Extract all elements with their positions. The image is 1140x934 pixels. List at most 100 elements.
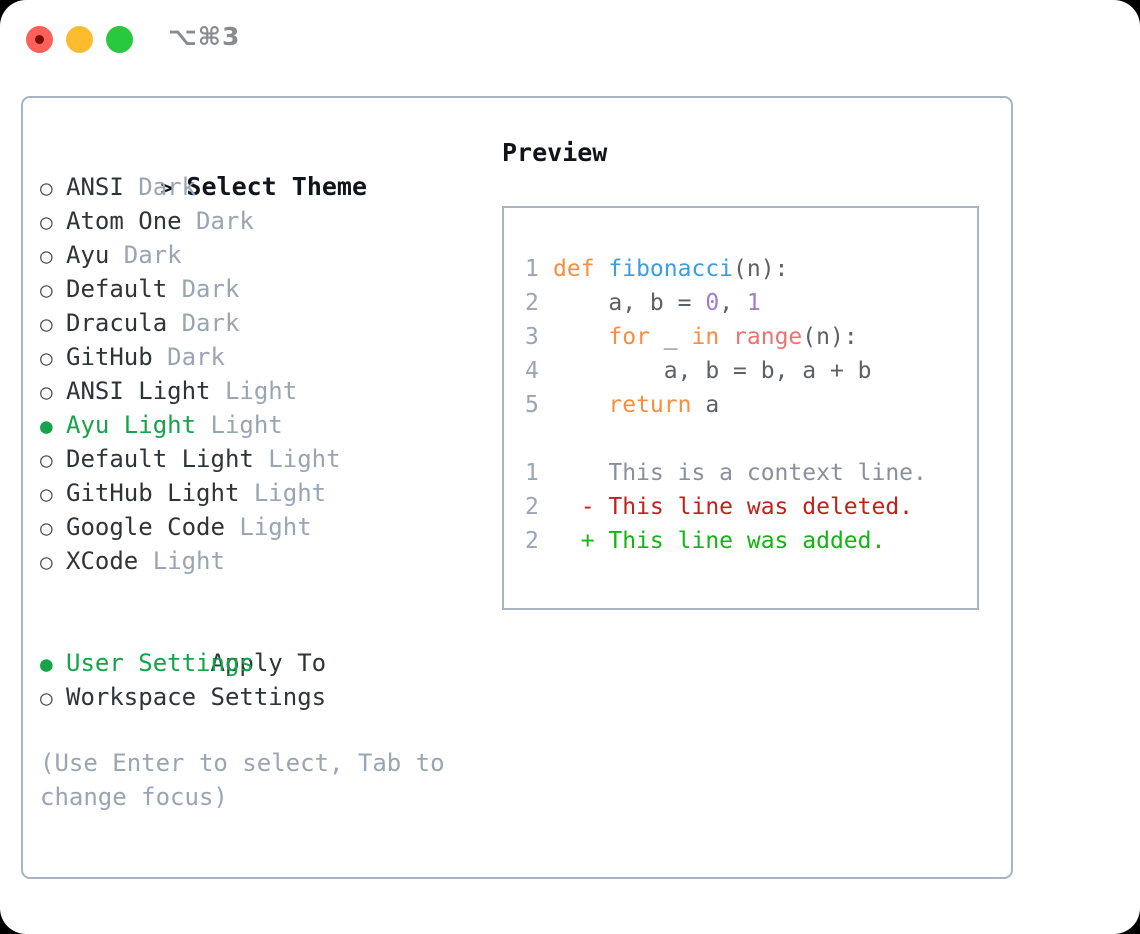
line-number: 1 [525,460,539,486]
theme-kind-badge: Light [210,377,298,405]
theme-kind-badge: Light [253,445,341,473]
theme-list-item[interactable]: ○Default Dark [40,272,490,306]
radio-selected-icon: ● [40,652,53,676]
apply-to-label: Apply To [210,649,327,677]
apply-to-options: ● User Settings ○ Workspace Settings [40,646,490,714]
theme-kind-badge: Dark [109,241,182,269]
code-line: 2 a, b = 0, 1 [525,286,977,320]
diff-sign: + [553,528,595,554]
theme-kind-badge: Dark [181,207,254,235]
code-token [553,392,608,418]
theme-kind-badge: Dark [123,173,197,201]
apply-to-section: ○Apply To ● User Settings ○ Workspace Setti… [40,612,490,714]
theme-list-item[interactable]: ○ Default Light Light [40,442,490,476]
radio-unselected-icon: ○ [40,346,53,370]
theme-name: GitHub Light [66,479,240,507]
code-line: 4 a, b = b, a + b [525,354,977,388]
code-spacer [525,422,977,456]
code-token: , [719,290,747,316]
theme-kind-badge: Dark [167,309,240,337]
theme-list-item[interactable]: ○ ANSI Dark [40,170,490,204]
apply-to-option[interactable]: ● User Settings [40,646,490,680]
apply-to-option-label: User Settings [66,649,254,677]
theme-kind-badge: Light [196,411,283,439]
code-token: def [553,256,609,282]
radio-unselected-icon: ○ [40,380,53,404]
line-number: 1 [525,256,539,282]
code-token: 0 [705,290,720,316]
theme-name: Dracula [66,309,168,337]
radio-unselected-icon: ○ [40,686,53,710]
theme-list-item[interactable]: ○GitHub Light Light [40,476,490,510]
close-window-button[interactable] [26,26,53,53]
theme-name: Default Light [66,445,254,473]
maximize-window-button[interactable] [106,26,133,53]
diff-line: 2 + This line was added. [525,524,977,558]
code-token: a, b = b, a + b [553,358,872,384]
theme-list-item[interactable]: ○ANSI Light Light [40,374,490,408]
code-token: a, b = [553,290,706,316]
theme-list-item[interactable]: ○ Dracula Dark [40,306,490,340]
content-panel: >Select Theme ○ANSI Dark○Atom One Dark○A… [21,96,1013,879]
theme-list-item[interactable]: ○ Atom One Dark [40,204,490,238]
title-bar: ⌥⌘3 [0,0,1140,80]
theme-name: XCode [66,547,139,575]
keyboard-hint: (Use Enter to select, Tab to change focu… [40,749,445,811]
radio-unselected-icon: ○ [40,448,53,472]
code-token: return [608,392,692,418]
code-line: 3 for _ in range(n): [525,320,977,354]
line-number: 3 [525,324,539,350]
code-token [553,324,608,350]
code-token: range [733,324,803,350]
theme-kind-badge: Light [224,513,312,541]
window-title: ⌥⌘3 [168,22,241,51]
apply-to-heading: ○Apply To [40,612,490,677]
theme-name: Atom One [66,207,182,235]
code-token: _ [649,324,692,350]
radio-selected-icon: ● [40,414,53,438]
theme-list-item[interactable]: ○Google Code Light [40,510,490,544]
line-number: 4 [525,358,539,384]
theme-name: Ayu [66,241,110,269]
theme-list-item[interactable]: ● Ayu Light Light [40,408,490,442]
select-theme-heading: >Select Theme [40,136,490,201]
theme-kind-badge: Dark [167,275,240,303]
code-token: fibonacci [608,256,734,282]
diff-line: 2 - This line was deleted. [525,490,977,524]
theme-name: GitHub [66,343,153,371]
minimize-window-button[interactable] [66,26,93,53]
diff-line: 1 This is a context line. [525,456,977,490]
theme-name: Ayu Light [66,411,197,439]
radio-unselected-icon: ○ [40,278,53,302]
radio-unselected-icon: ○ [40,550,53,574]
diff-text: This line was deleted. [594,494,914,520]
theme-name: ANSI [66,173,124,201]
code-token: (n): [802,324,858,350]
theme-list-item[interactable]: ○ Ayu Dark [40,238,490,272]
theme-kind-badge: Light [138,547,225,575]
radio-unselected-icon: ○ [40,176,53,200]
theme-name: Google Code [66,513,225,541]
line-number: 2 [525,494,539,520]
diff-text: This is a context line. [594,460,927,486]
line-number: 2 [525,290,539,316]
diff-text: This line was added. [594,528,886,554]
preview-heading: Preview [502,138,608,167]
theme-kind-badge: Dark [152,343,225,371]
line-number: 2 [525,528,539,554]
radio-unselected-icon: ○ [40,312,53,336]
apply-to-option[interactable]: ○ Workspace Settings [40,680,490,714]
code-token: for [608,324,650,350]
theme-list: ○ANSI Dark○Atom One Dark○Ayu Dark○Defaul… [40,170,490,578]
radio-unselected-icon: ○ [40,482,53,506]
apply-to-option-label: Workspace Settings [66,683,327,711]
radio-unselected-icon: ○ [40,210,53,234]
diff-sample: 1 This is a context line.2 - This line w… [525,456,977,558]
radio-unselected-icon: ○ [40,244,53,268]
theme-list-item[interactable]: ○ GitHub Dark [40,340,490,374]
theme-list-item[interactable]: ○ XCode Light [40,544,490,578]
